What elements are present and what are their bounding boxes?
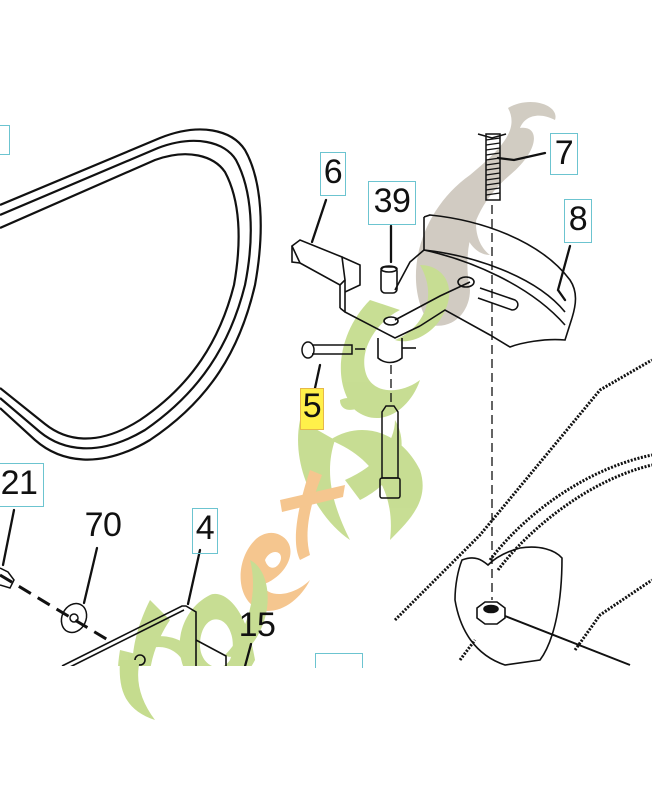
part-label-4: 4	[192, 508, 218, 554]
part-label-4-text: 4	[195, 509, 215, 547]
frame-bracket	[454, 546, 563, 666]
part-4-plate	[61, 605, 227, 671]
part-21-bolt	[0, 567, 15, 589]
part-label-15: 15	[234, 608, 280, 644]
part-label-21-text: 21	[0, 464, 38, 502]
part-label-21: 21	[0, 463, 44, 507]
part-label-70: 70	[80, 508, 126, 544]
part-label-5: 5	[300, 388, 324, 430]
part-70-washer	[60, 602, 88, 634]
bottom-blank-area	[0, 666, 652, 800]
part-label-8: 8	[564, 199, 592, 243]
part-5-pin	[301, 341, 365, 359]
part-label-39-text: 39	[373, 182, 411, 220]
part-label-8-text: 8	[568, 200, 588, 238]
watermark	[117, 101, 556, 730]
part-label-15-text: 15	[238, 606, 276, 644]
part-39-spacer	[377, 265, 416, 364]
part-8-guide-plate	[394, 214, 577, 348]
part-label-6-text: 6	[323, 153, 343, 191]
part-label-39: 39	[368, 181, 416, 225]
drive-belt	[0, 128, 262, 461]
long-bolt	[379, 405, 401, 499]
part-label-6: 6	[320, 152, 346, 196]
part-7-stud	[477, 133, 507, 201]
part-label-70-text: 70	[84, 506, 122, 544]
part-label-7: 7	[550, 133, 578, 175]
part-label-partial-bottom	[315, 653, 363, 668]
part-label-5-text: 5	[302, 387, 322, 425]
part-label-7-text: 7	[554, 134, 574, 172]
part-label-partial-top-left	[0, 125, 10, 155]
mower-frame	[393, 358, 652, 661]
hex-nut	[476, 601, 631, 666]
part-6-bracket	[290, 239, 421, 339]
leader-lines	[1, 151, 572, 672]
